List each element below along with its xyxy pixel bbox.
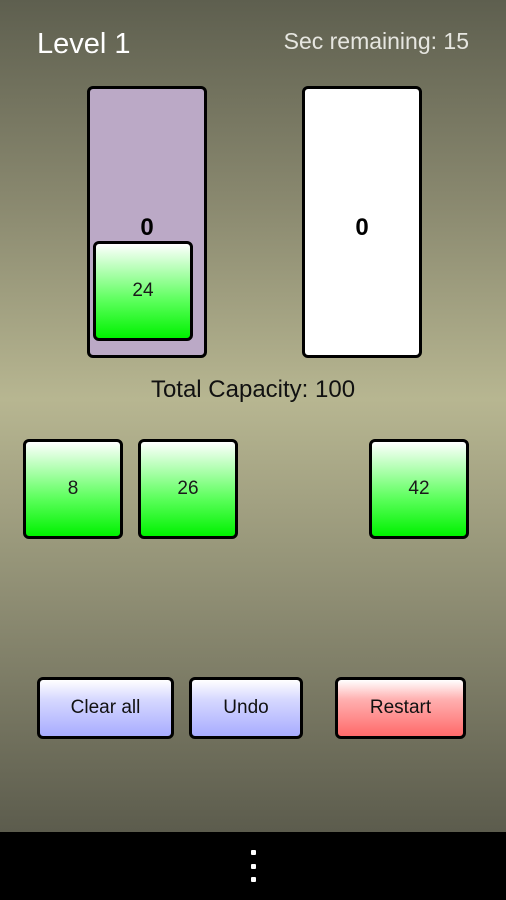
dot [250,877,256,882]
pool-block[interactable]: 8 [23,439,123,539]
total-capacity-label: Total Capacity: 100 [150,376,356,403]
clear-all-button[interactable]: Clear all [37,677,174,739]
pool-block[interactable]: 42 [369,439,469,539]
restart-button[interactable]: Restart [335,677,466,739]
game-screen: Level 1 Sec remaining: 15 0 0 24 Total C… [0,0,506,832]
bin-left-value: 0 [140,214,154,241]
level-label: Level 1 [37,28,131,60]
bin-right-value: 0 [355,214,369,241]
dot [250,850,256,855]
bin-right[interactable]: 0 [302,86,422,358]
timer-label: Sec remaining: 15 [283,28,469,54]
block-in-bin[interactable]: 24 [93,241,193,341]
undo-button[interactable]: Undo [189,677,303,739]
navigation-bar [0,832,506,900]
vertical-dots-icon[interactable] [248,850,258,882]
pool-block[interactable]: 26 [138,439,238,539]
dot [250,863,256,869]
